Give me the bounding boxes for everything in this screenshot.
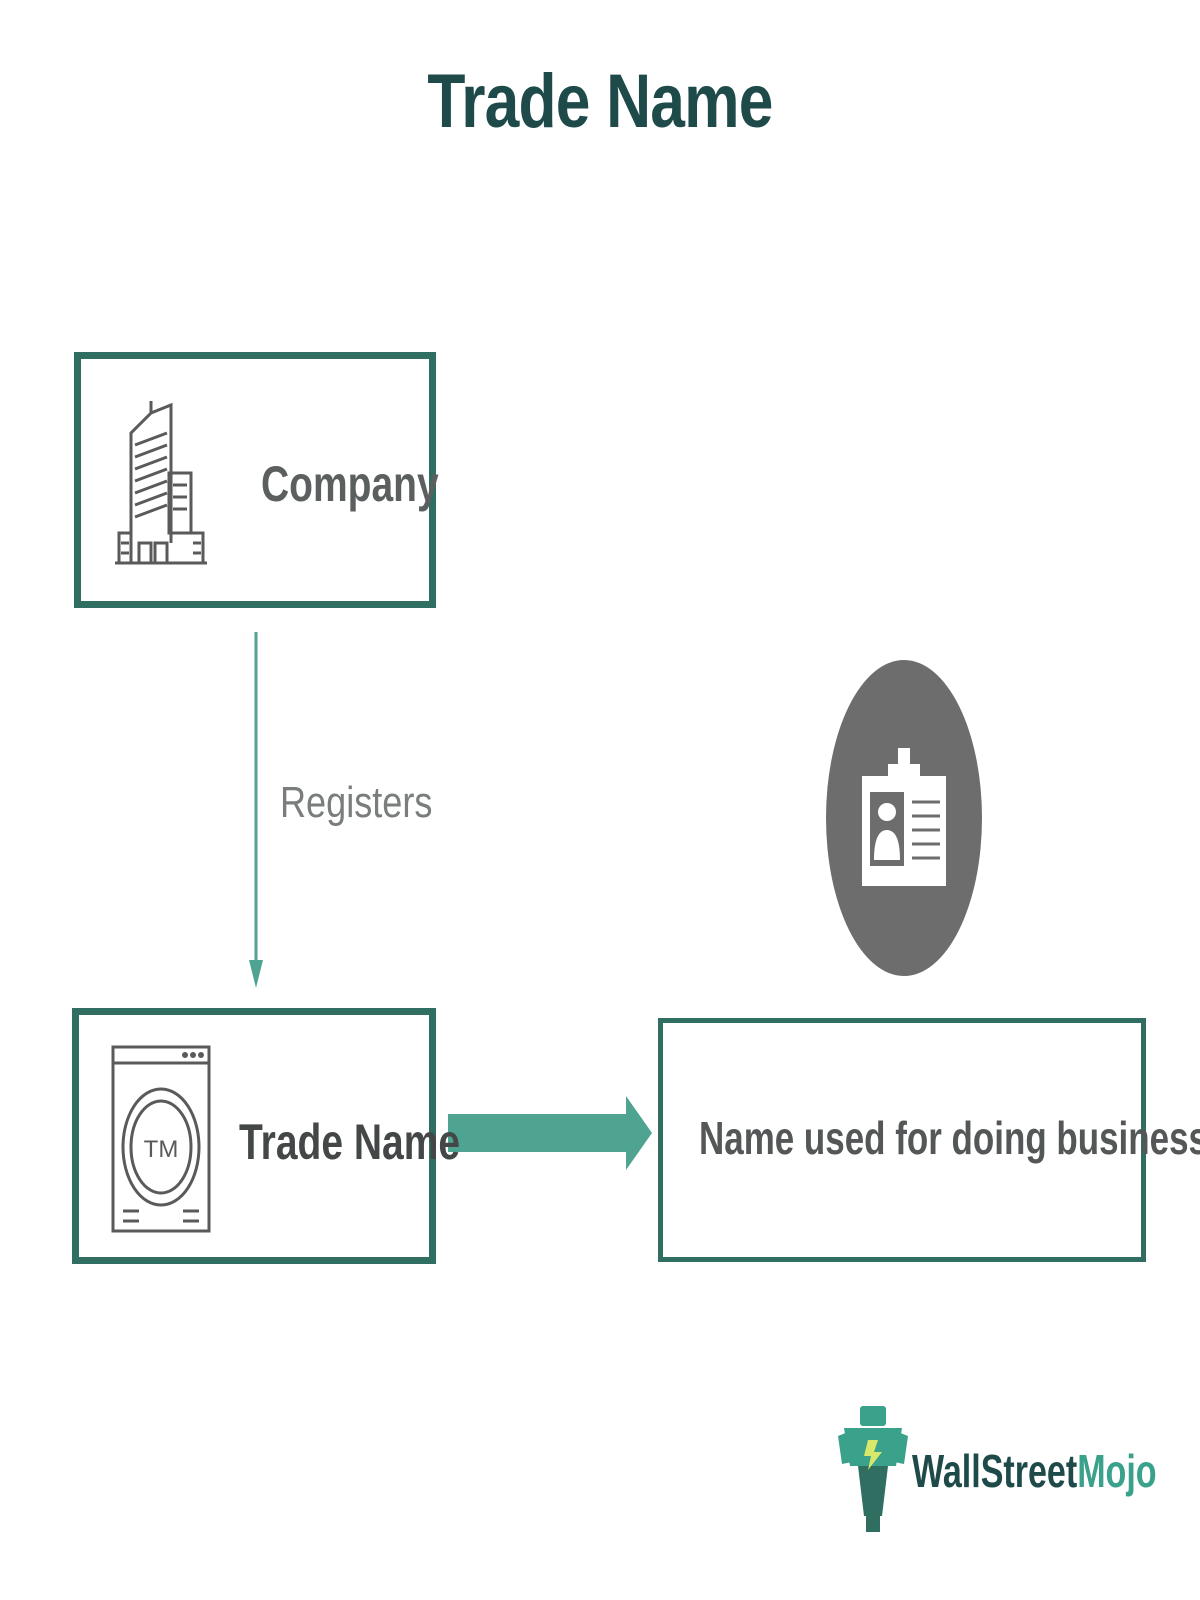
building-icon: [115, 401, 207, 565]
registers-label: Registers: [280, 778, 433, 827]
flow-arrow-head: [626, 1096, 652, 1170]
trade-name-label: Trade Name: [239, 1114, 461, 1170]
logo-wordmark: WallStreetMojo: [912, 1444, 1157, 1498]
page-title: Trade Name: [427, 59, 773, 144]
company-label: Company: [261, 456, 439, 512]
logo-text-part2: Mojo: [1077, 1445, 1157, 1497]
wallstreetmojo-logo-icon: [838, 1406, 908, 1532]
description-label: Name used for doing business: [699, 1112, 1200, 1164]
flow-arrow-shaft: [448, 1114, 630, 1152]
registers-arrowhead: [249, 960, 263, 988]
svg-text:TM: TM: [144, 1136, 179, 1163]
id-badge-icon: [862, 748, 946, 886]
id-badge-circle: [826, 660, 982, 976]
trade-name-node: TM Trade Name: [72, 1008, 460, 1264]
trademark-icon: TM: [111, 1045, 211, 1233]
description-node: Name used for doing business: [658, 1018, 1200, 1262]
logo-text-part1: WallStreet: [912, 1445, 1078, 1497]
company-node: Company: [74, 352, 439, 608]
